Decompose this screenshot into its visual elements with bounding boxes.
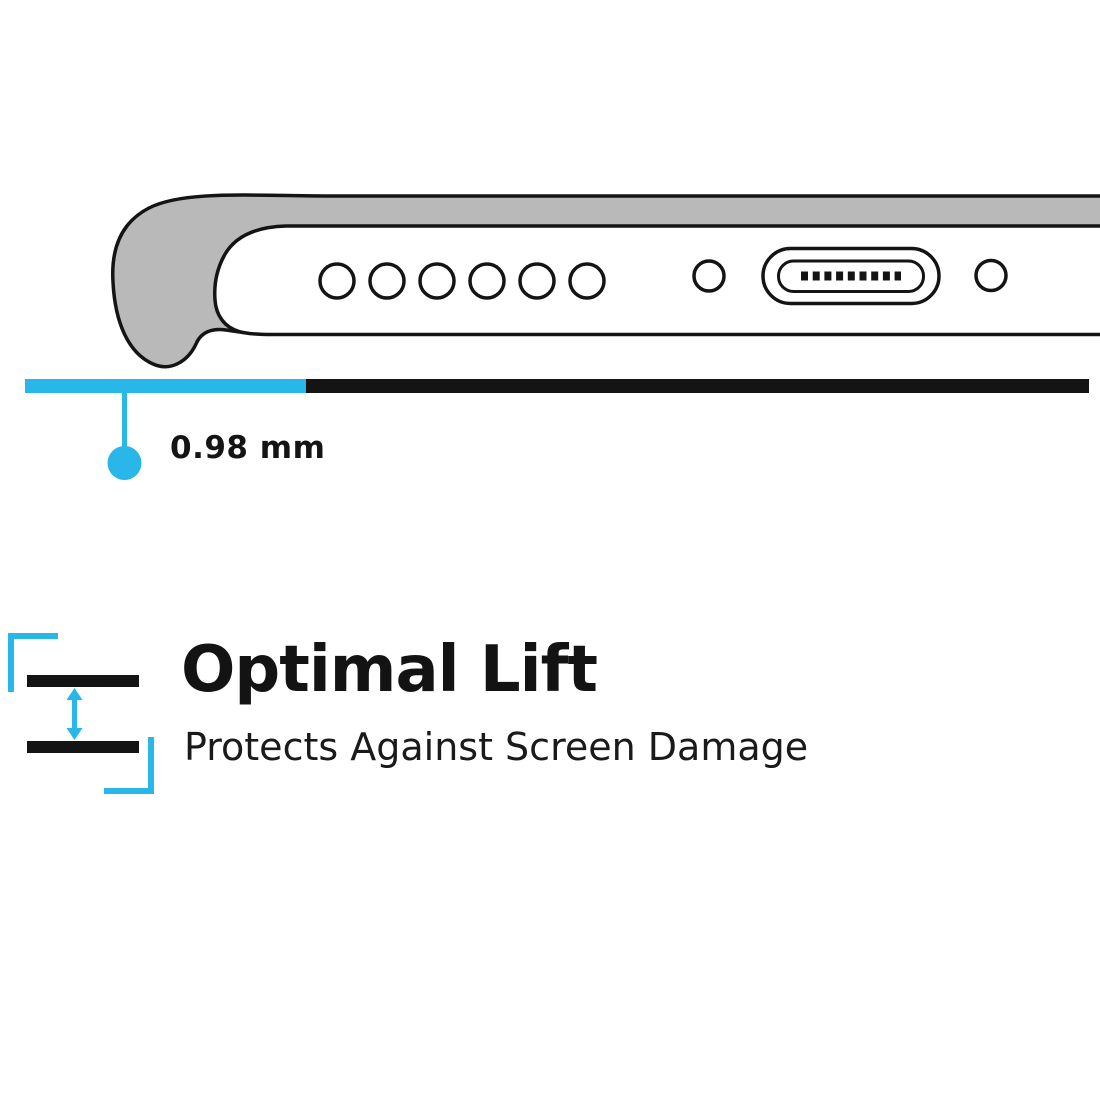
speaker-hole xyxy=(418,262,456,300)
speaker-hole xyxy=(318,262,356,300)
screw-hole-right xyxy=(974,258,1008,293)
speaker-hole xyxy=(568,262,606,300)
lift-icon-bracket-top-horizontal xyxy=(8,633,58,639)
measurement-pointer-dot xyxy=(107,446,142,480)
phone-case-illustration xyxy=(25,193,1100,480)
speaker-hole xyxy=(468,262,506,300)
feature-subtitle: Protects Against Screen Damage xyxy=(184,725,809,769)
lift-icon-bracket-top-vertical xyxy=(8,633,14,692)
lift-icon-bracket-bottom-vertical xyxy=(148,737,154,794)
speaker-hole xyxy=(518,262,556,300)
screw-hole-left xyxy=(692,259,726,293)
lift-arrow-head-up xyxy=(66,688,83,700)
lift-icon xyxy=(8,633,154,794)
lift-icon-screen-line-bottom xyxy=(27,741,139,753)
lift-icon-bracket-bottom-horizontal xyxy=(104,788,154,794)
surface-line-raised xyxy=(25,379,306,393)
speaker-hole xyxy=(368,262,406,300)
feature-title: Optimal Lift xyxy=(181,633,598,707)
lift-arrow-head-down xyxy=(66,728,83,740)
measurement-pointer-line xyxy=(122,391,127,451)
surface-line-base xyxy=(306,379,1089,393)
measurement-label: 0.98 mm xyxy=(170,430,326,466)
lift-icon-screen-line-top xyxy=(27,675,139,687)
